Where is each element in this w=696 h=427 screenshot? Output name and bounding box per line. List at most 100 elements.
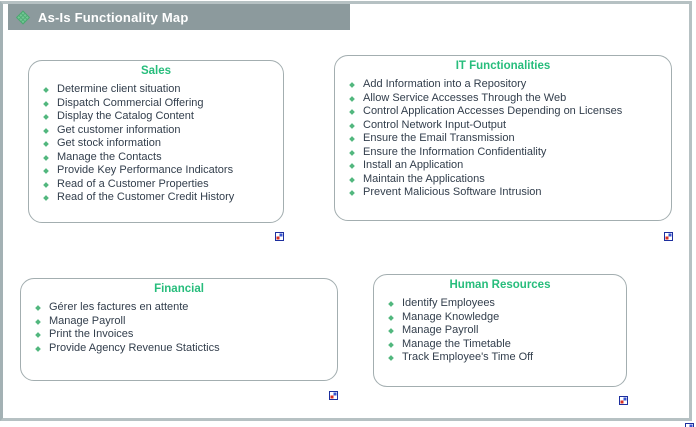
bullet-icon: [388, 314, 394, 321]
bullet-icon: [388, 355, 394, 361]
list-item: Provide Key Performance Indicators: [41, 164, 277, 178]
list-item: Display the Catalog Content: [41, 110, 277, 124]
item-label: Manage the Contacts: [57, 150, 162, 163]
bullet-icon: [43, 127, 49, 134]
group-title-financial: Financial: [154, 283, 204, 295]
bullet-icon: [349, 109, 355, 115]
list-item: Ensure the Email Transmission: [347, 132, 665, 146]
bullet-icon: [349, 82, 355, 88]
item-label: Add Information into a Repository: [363, 78, 527, 90]
item-label: Ensure the Email Transmission: [363, 132, 515, 144]
item-label: Ensure the Information Confidentiality: [363, 145, 547, 158]
bullet-icon: [35, 318, 41, 325]
open-diagram-icon[interactable]: [619, 392, 628, 405]
bullet-icon: [388, 341, 394, 348]
item-label: Identify Employees: [402, 297, 495, 309]
list-item: Install an Application: [347, 159, 665, 173]
open-diagram-icon[interactable]: [685, 419, 694, 427]
bullet-icon: [349, 190, 355, 196]
item-label: Control Network Input-Output: [363, 118, 507, 131]
item-label: Read of the Customer Credit History: [57, 191, 235, 203]
group-title-sales: Sales: [140, 65, 172, 77]
item-label: Get stock information: [57, 137, 161, 149]
bullet-icon: [349, 163, 355, 169]
item-label: Gérer les factures en attente: [49, 301, 189, 313]
group-title-human-resources: Human Resources: [449, 279, 551, 291]
list-item: Manage the Contacts: [41, 151, 277, 165]
bullet-icon: [349, 136, 355, 142]
group-title-it-functionalities: IT Functionalities: [455, 60, 551, 72]
list-item: Ensure the Information Confidentiality: [347, 146, 665, 160]
item-label: Provide Agency Revenue Statictics: [49, 341, 220, 354]
item-label: Get customer information: [57, 123, 181, 136]
item-label: Manage Payroll: [49, 314, 126, 327]
item-label: Provide Key Performance Indicators: [57, 164, 234, 176]
item-label: Control Application Accesses Depending o…: [363, 105, 623, 117]
bullet-icon: [388, 301, 394, 307]
bullet-icon: [43, 154, 49, 161]
list-item: Control Application Accesses Depending o…: [347, 105, 665, 119]
list-item: Allow Service Accesses Through the Web: [347, 92, 665, 106]
item-label: Display the Catalog Content: [57, 110, 194, 122]
list-item: Provide Agency Revenue Statictics: [33, 342, 331, 356]
item-label: Allow Service Accesses Through the Web: [363, 91, 567, 104]
bullet-icon: [35, 305, 41, 311]
list-item: Control Network Input-Output: [347, 119, 665, 133]
list-item: Identify Employees: [386, 297, 620, 311]
bullet-icon: [43, 168, 49, 174]
bullet-icon: [349, 95, 355, 102]
item-label: Manage Payroll: [402, 324, 479, 336]
list-item: Read of the Customer Credit History: [41, 191, 277, 205]
open-diagram-icon[interactable]: [329, 387, 338, 400]
bullet-icon: [43, 141, 49, 147]
list-item: Dispatch Commercial Offering: [41, 97, 277, 111]
item-label: Install an Application: [363, 159, 464, 171]
bullet-icon: [43, 195, 49, 201]
list-item: Gérer les factures en attente: [33, 301, 331, 315]
item-label: Prevent Malicious Software Intrusion: [363, 186, 542, 198]
item-label: Manage the Timetable: [402, 337, 511, 350]
list-item: Maintain the Applications: [347, 173, 665, 187]
bullet-icon: [388, 328, 394, 334]
bullet-icon: [35, 332, 41, 338]
list-item: Prevent Malicious Software Intrusion: [347, 186, 665, 200]
list-item: Get stock information: [41, 137, 277, 151]
list-item: Manage Payroll: [33, 315, 331, 329]
diagram-title: As-Is Functionality Map: [38, 9, 189, 25]
list-item: Manage Knowledge: [386, 311, 620, 325]
list-item: Manage the Timetable: [386, 338, 620, 352]
bullet-icon: [349, 149, 355, 156]
bullet-icon: [43, 100, 49, 107]
list-item: Add Information into a Repository: [347, 78, 665, 92]
bullet-icon: [43, 114, 49, 120]
item-label: Track Employee's Time Off: [402, 351, 534, 363]
list-item: Manage Payroll: [386, 324, 620, 338]
list-item: Get customer information: [41, 124, 277, 138]
list-item: Determine client situation: [41, 83, 277, 97]
group-box-it-functionalities[interactable]: IT Functionalities Add Information into …: [334, 55, 672, 221]
diagram-header: As-Is Functionality Map: [8, 4, 350, 30]
item-label: Manage Knowledge: [402, 310, 500, 323]
functionality-map-icon: [15, 9, 31, 25]
list-item: Read of a Customer Properties: [41, 178, 277, 192]
item-label: Print the Invoices: [49, 328, 134, 340]
list-item: Print the Invoices: [33, 328, 331, 342]
list-item: Track Employee's Time Off: [386, 351, 620, 365]
open-diagram-icon[interactable]: [275, 228, 284, 241]
item-label: Dispatch Commercial Offering: [57, 96, 204, 109]
bullet-icon: [43, 87, 49, 93]
bullet-icon: [349, 176, 355, 183]
item-label: Maintain the Applications: [363, 172, 485, 185]
item-label: Determine client situation: [57, 83, 181, 95]
bullet-icon: [35, 345, 41, 352]
open-diagram-icon[interactable]: [664, 228, 673, 241]
item-label: Read of a Customer Properties: [57, 177, 209, 190]
